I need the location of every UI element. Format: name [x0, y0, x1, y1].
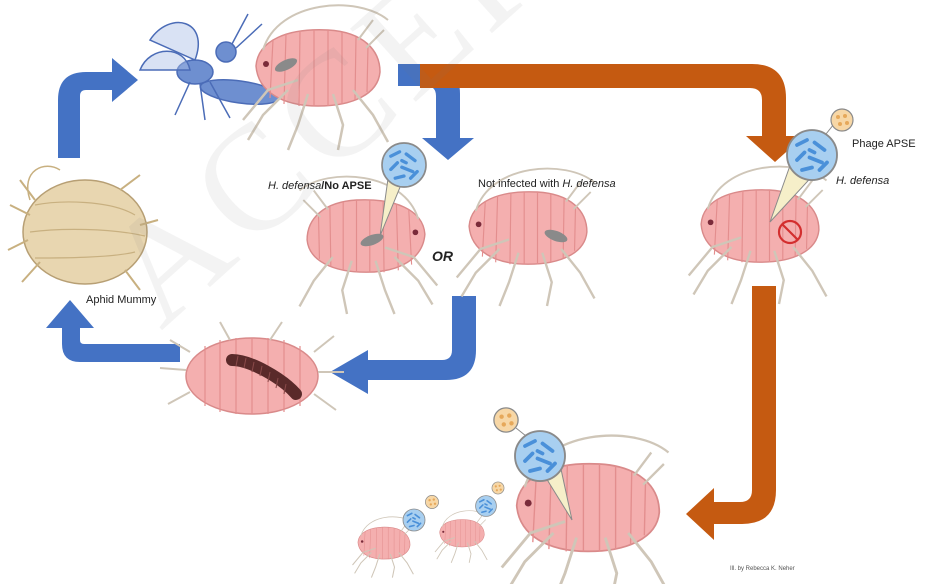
phage-bubble-icon	[492, 482, 504, 494]
blue-arrow-left-up	[58, 58, 138, 158]
label-hdefensa-no-apse: H. defensa/No APSE	[268, 180, 372, 192]
offspring-group	[353, 408, 669, 584]
blue-arrow-left-up-2	[46, 300, 180, 362]
label-phage-apse: Phage APSE	[852, 138, 916, 150]
bacteria-bubble-icon	[476, 496, 497, 517]
label-hdefensa-no-apse-suffix: /No APSE	[321, 180, 371, 192]
mummy-icon	[8, 166, 158, 290]
blue-arrow-down-left	[330, 296, 476, 394]
phage-bubble-icon	[425, 495, 438, 508]
aphid-offspring-small-2	[435, 511, 487, 563]
label-or: OR	[432, 248, 453, 264]
orange-arrow-down-left	[686, 286, 776, 540]
phage-bubble-icon	[831, 109, 853, 131]
aphid-protected	[689, 167, 827, 304]
bacteria-bubble-icon	[787, 130, 837, 180]
label-not-infected-prefix: Not infected with	[478, 178, 562, 190]
label-h-defensa: H. defensa	[836, 175, 889, 187]
connector-line	[516, 428, 526, 436]
bacteria-bubble-icon	[382, 143, 426, 187]
aphid-with-larva	[160, 322, 344, 414]
aphid-being-parasitized	[243, 5, 388, 150]
label-not-infected: Not infected with H. defensa	[478, 178, 616, 190]
bacteria-bubble-icon	[403, 509, 425, 531]
label-aphid-mummy: Aphid Mummy	[86, 294, 156, 306]
label-hdefensa-no-apse-species: H. defensa	[268, 180, 321, 192]
bacteria-bubble-icon	[515, 431, 565, 481]
label-not-infected-species: H. defensa	[562, 178, 615, 190]
phage-bubble-icon	[494, 408, 518, 432]
credit-text: Ill. by Rebecca K. Neher	[730, 566, 795, 572]
orange-arrow-right-down	[420, 64, 804, 162]
